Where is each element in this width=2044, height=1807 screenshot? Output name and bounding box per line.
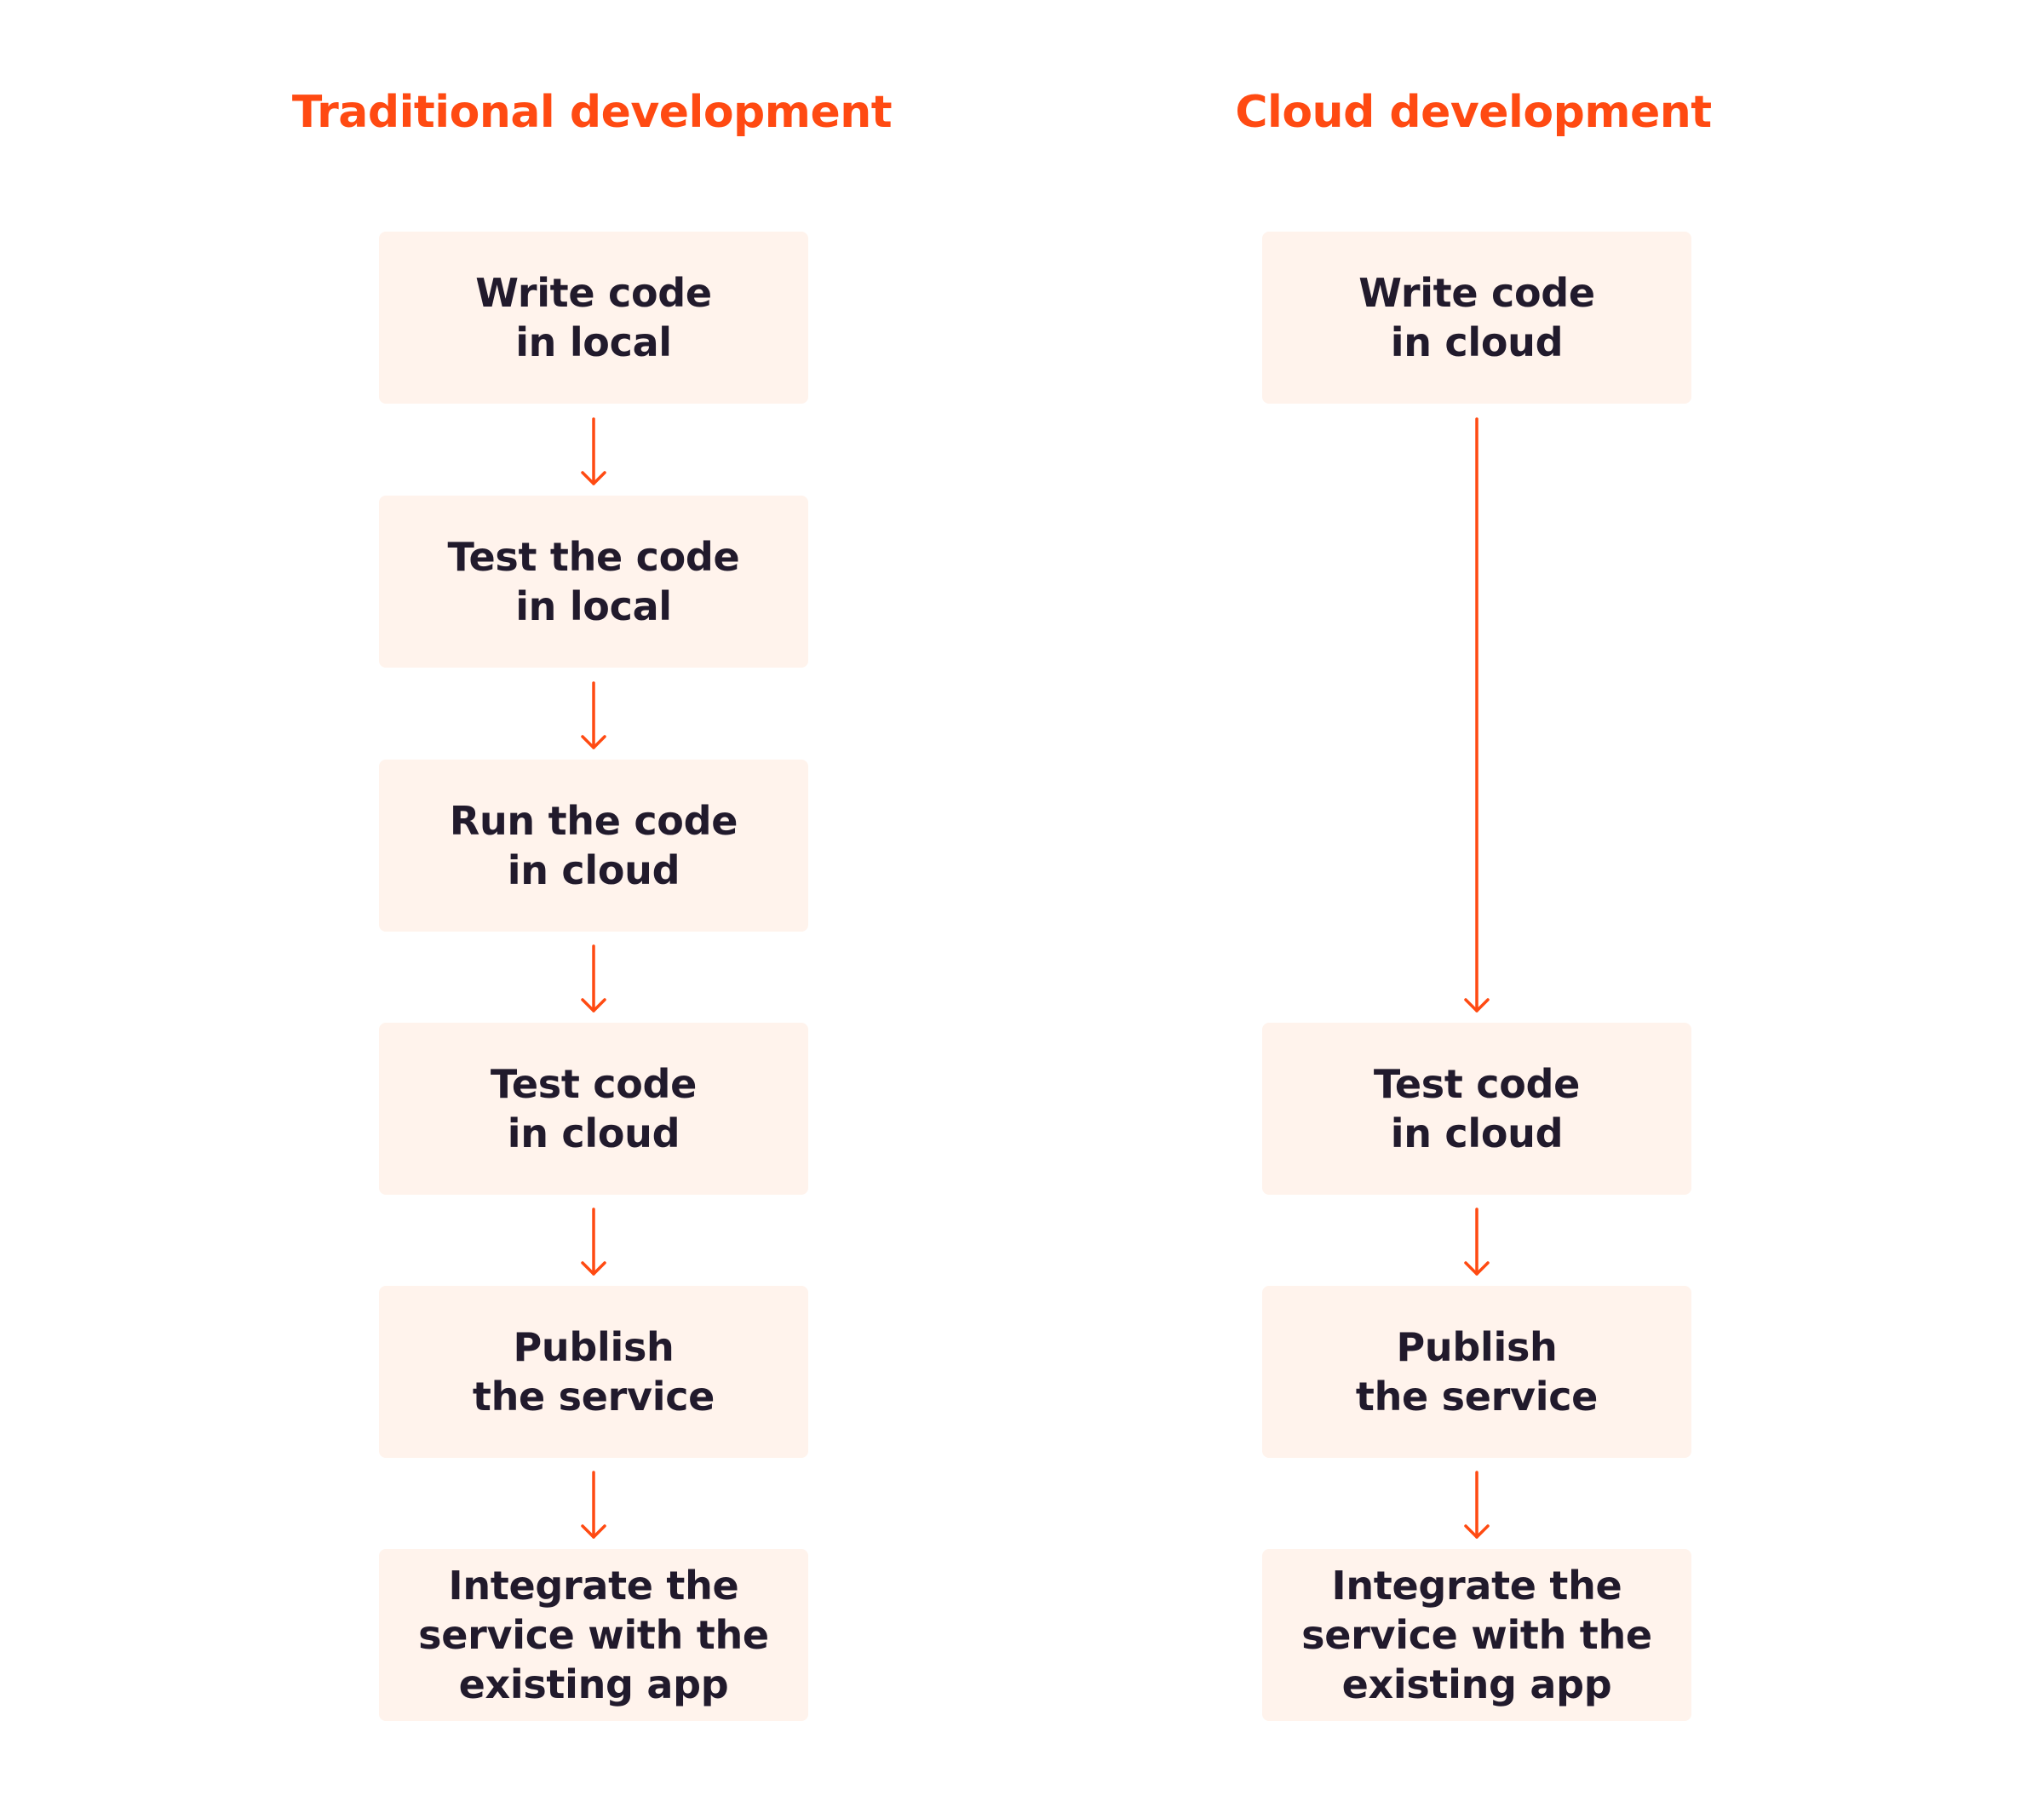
step-label: Integrate the service with the existing … <box>418 1563 769 1707</box>
traditional-step-test-local: Test the code in local <box>379 496 808 668</box>
step-label: Test code in cloud <box>1373 1061 1581 1156</box>
step-label: Publish the service <box>472 1324 715 1420</box>
traditional-development-heading: Traditional development <box>291 87 893 138</box>
step-label: Run the code in cloud <box>449 798 738 893</box>
step-label: Publish the service <box>1355 1324 1599 1420</box>
arrow-down-icon <box>1464 1471 1490 1539</box>
traditional-step-publish: Publish the service <box>379 1286 808 1458</box>
arrow-down-icon <box>581 944 606 1012</box>
step-label: Write code in local <box>475 270 712 365</box>
arrow-down-icon <box>581 681 606 749</box>
step-label: Integrate the service with the existing … <box>1301 1563 1652 1707</box>
step-label: Test code in cloud <box>490 1061 698 1156</box>
arrow-down-icon <box>581 417 606 485</box>
cloud-step-publish: Publish the service <box>1262 1286 1691 1458</box>
step-label: Write code in cloud <box>1358 270 1595 365</box>
cloud-step-test-cloud: Test code in cloud <box>1262 1023 1691 1195</box>
traditional-step-write-code: Write code in local <box>379 232 808 404</box>
traditional-step-run-cloud: Run the code in cloud <box>379 760 808 932</box>
traditional-step-integrate: Integrate the service with the existing … <box>379 1549 808 1721</box>
step-label: Test the code in local <box>447 534 740 629</box>
arrow-down-icon <box>1464 417 1490 1012</box>
arrow-down-icon <box>581 1208 606 1276</box>
cloud-step-integrate: Integrate the service with the existing … <box>1262 1549 1691 1721</box>
cloud-step-write-code: Write code in cloud <box>1262 232 1691 404</box>
cloud-development-heading: Cloud development <box>1235 87 1712 138</box>
traditional-step-test-cloud: Test code in cloud <box>379 1023 808 1195</box>
arrow-down-icon <box>581 1471 606 1539</box>
arrow-down-icon <box>1464 1208 1490 1276</box>
